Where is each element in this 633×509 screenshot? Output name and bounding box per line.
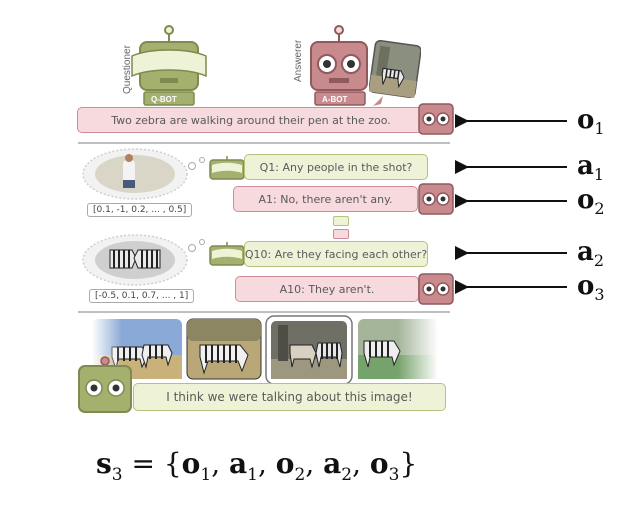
state-formula: s3 = {o1, a1, o2, a2, o3} <box>96 447 418 485</box>
label-a1: a1 <box>577 151 605 184</box>
label-o1: o1 <box>577 105 605 138</box>
ellipsis-block-green <box>333 216 349 226</box>
candidate-image-strip <box>92 315 438 385</box>
caption-bubble: Two zebra are walking around their pen a… <box>77 107 425 133</box>
question-text-round10: Q10: Are they facing each other? <box>244 247 428 261</box>
label-o3: o3 <box>577 271 605 304</box>
qbot-name: Q-BOT <box>151 95 177 104</box>
qbot-face-icon <box>209 242 245 266</box>
question-bubble-round10: Q10: Are they facing each other? <box>244 241 428 267</box>
ellipsis-block-pink <box>333 229 349 239</box>
separator-line <box>78 311 450 313</box>
label-o2: o2 <box>577 185 605 218</box>
qbot-face-icon <box>209 156 245 180</box>
thought-cloud-round1 <box>82 148 205 200</box>
final-statement-text: I think we were talking about this image… <box>166 390 413 404</box>
abot-robot-icon <box>310 25 368 106</box>
abot-face-icon <box>418 273 454 305</box>
question-bubble-round1: Q1: Any people in the shot? <box>244 154 428 180</box>
label-a2: a2 <box>577 237 605 270</box>
arrows-layer <box>455 111 567 297</box>
answer-text-round10: A10: They aren't. <box>279 282 375 296</box>
abot-name: A-BOT <box>322 95 348 104</box>
final-statement-bubble: I think we were talking about this image… <box>133 383 446 411</box>
answer-bubble-round10: A10: They aren't. <box>235 276 419 302</box>
question-text-round1: Q1: Any people in the shot? <box>259 160 413 174</box>
answerer-zebra-image <box>369 40 421 106</box>
qbot-face-icon <box>78 356 132 413</box>
abot-face-icon <box>418 103 454 135</box>
embedding-vector-round10: [-0.5, 0.1, 0.7, ... , 1] <box>89 289 195 303</box>
embedding-vector-round1: [0.1, -1, 0.2, ... , 0.5] <box>87 203 193 217</box>
caption-text: Two zebra are walking around their pen a… <box>111 113 391 127</box>
thought-cloud-round10 <box>82 234 205 286</box>
answer-bubble-round1: A1: No, there aren't any. <box>233 186 418 212</box>
answer-text-round1: A1: No, there aren't any. <box>258 192 393 206</box>
qbot-robot-icon <box>131 25 207 106</box>
abot-face-icon <box>418 183 454 215</box>
separator-line <box>78 142 450 144</box>
answerer-label: Answerer <box>293 39 304 82</box>
